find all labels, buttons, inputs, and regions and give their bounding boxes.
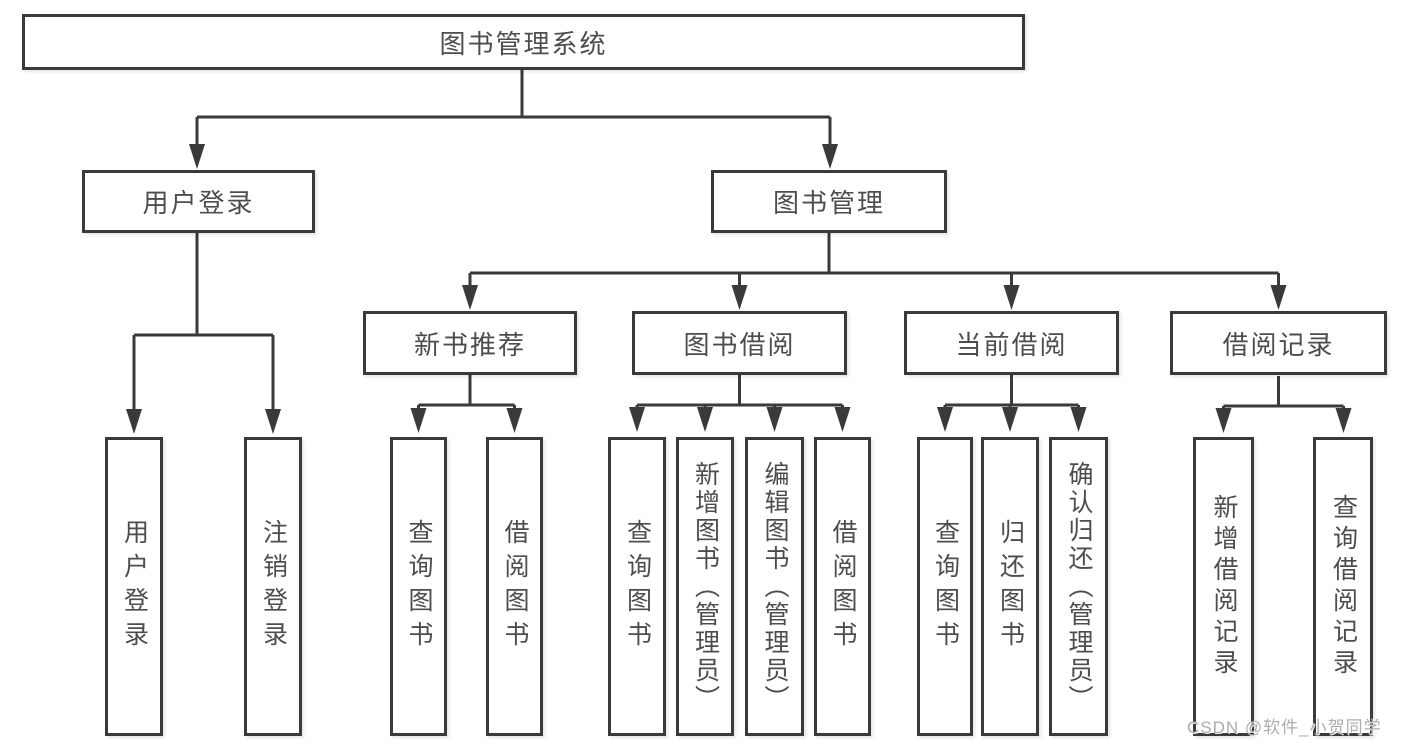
node-current-borrowing-label: 当前借阅 xyxy=(955,329,1068,360)
leaf-logout: 注销登录 xyxy=(244,437,302,736)
arrow-down-icon xyxy=(1002,407,1018,432)
leaf-confirm-return-admin-label: 确认归还（管理员） xyxy=(1065,460,1093,713)
leaf-query-books-current: 查询图书 xyxy=(917,437,973,736)
leaf-edit-book-admin-label: 编辑图书（管理员） xyxy=(761,460,789,713)
connector-newbook-to-leaves xyxy=(417,375,516,410)
leaf-query-borrow-record: 查询借阅记录 xyxy=(1313,437,1373,736)
connector-bookborrow-to-leaves xyxy=(635,375,844,410)
leaf-borrow-books-recommend-label: 借阅图书 xyxy=(501,518,529,655)
leaf-borrow-books-label: 借阅图书 xyxy=(829,518,857,655)
arrow-down-icon xyxy=(1335,408,1352,433)
leaf-query-books-recommend: 查询图书 xyxy=(390,437,447,736)
node-root-label: 图书管理系统 xyxy=(439,28,608,59)
node-user-login: 用户登录 xyxy=(82,170,315,233)
leaf-logout-label: 注销登录 xyxy=(259,518,288,655)
arrow-down-icon xyxy=(731,285,748,310)
leaf-user-login-label: 用户登录 xyxy=(120,518,149,655)
arrow-down-icon xyxy=(410,408,427,433)
leaf-confirm-return-admin: 确认归还（管理员） xyxy=(1049,437,1108,736)
leaf-return-book-label: 归还图书 xyxy=(996,518,1025,655)
node-new-book-recommendation-label: 新书推荐 xyxy=(413,329,526,360)
connector-currentborrow-to-leaves xyxy=(943,375,1080,410)
arrow-down-icon xyxy=(506,408,523,433)
arrow-down-icon xyxy=(1070,407,1087,432)
leaf-borrow-books: 借阅图书 xyxy=(814,437,871,736)
leaf-query-books-recommend-label: 查询图书 xyxy=(405,518,433,655)
leaf-borrow-books-recommend: 借阅图书 xyxy=(486,437,543,736)
arrow-down-icon xyxy=(1003,285,1020,310)
arrow-down-icon xyxy=(629,407,645,432)
leaf-add-book-admin-label: 新增图书（管理员） xyxy=(691,460,720,713)
arrow-down-icon xyxy=(834,407,851,432)
node-book-management: 图书管理 xyxy=(711,170,947,233)
leaf-query-borrow-record-label: 查询借阅记录 xyxy=(1329,493,1358,680)
leaf-user-login: 用户登录 xyxy=(105,437,163,736)
arrowheads xyxy=(126,144,1352,434)
node-borrowing-records-label: 借阅记录 xyxy=(1222,329,1335,360)
arrow-down-icon xyxy=(189,144,205,169)
arrow-down-icon xyxy=(822,144,838,169)
node-root: 图书管理系统 xyxy=(22,14,1025,70)
node-current-borrowing: 当前借阅 xyxy=(904,311,1119,375)
leaf-add-borrow-record: 新增借阅记录 xyxy=(1193,437,1254,736)
node-new-book-recommendation: 新书推荐 xyxy=(363,311,577,375)
node-book-borrowing: 图书借阅 xyxy=(632,311,847,375)
leaf-edit-book-admin: 编辑图书（管理员） xyxy=(745,437,804,736)
node-book-borrowing-label: 图书借阅 xyxy=(683,329,796,360)
arrow-down-icon xyxy=(1270,285,1287,310)
connector-userlogin-to-leaves xyxy=(132,233,275,412)
leaf-add-borrow-record-label: 新增借阅记录 xyxy=(1210,493,1238,680)
arrow-down-icon xyxy=(937,407,953,432)
arrow-down-icon xyxy=(126,409,142,434)
leaf-return-book: 归还图书 xyxy=(981,437,1039,736)
leaf-query-books-borrow-label: 查询图书 xyxy=(623,518,652,655)
connector-root-to-level2 xyxy=(195,70,832,146)
arrow-down-icon xyxy=(462,285,478,310)
arrow-down-icon xyxy=(766,407,783,432)
connector-records-to-leaves xyxy=(1222,376,1345,411)
connector-bookmgmt-to-level3 xyxy=(468,233,1280,287)
arrow-down-icon xyxy=(697,407,713,432)
csdn-watermark: CSDN @软件_小贺同学 xyxy=(1187,718,1382,737)
leaf-query-books-current-label: 查询图书 xyxy=(931,518,960,655)
node-user-login-label: 用户登录 xyxy=(142,188,255,218)
arrow-down-icon xyxy=(1215,408,1232,433)
arrow-down-icon xyxy=(265,409,281,434)
leaf-add-book-admin: 新增图书（管理员） xyxy=(676,437,734,736)
node-borrowing-records: 借阅记录 xyxy=(1170,311,1387,375)
leaf-query-books-borrow: 查询图书 xyxy=(608,437,666,736)
node-book-management-label: 图书管理 xyxy=(772,188,885,218)
